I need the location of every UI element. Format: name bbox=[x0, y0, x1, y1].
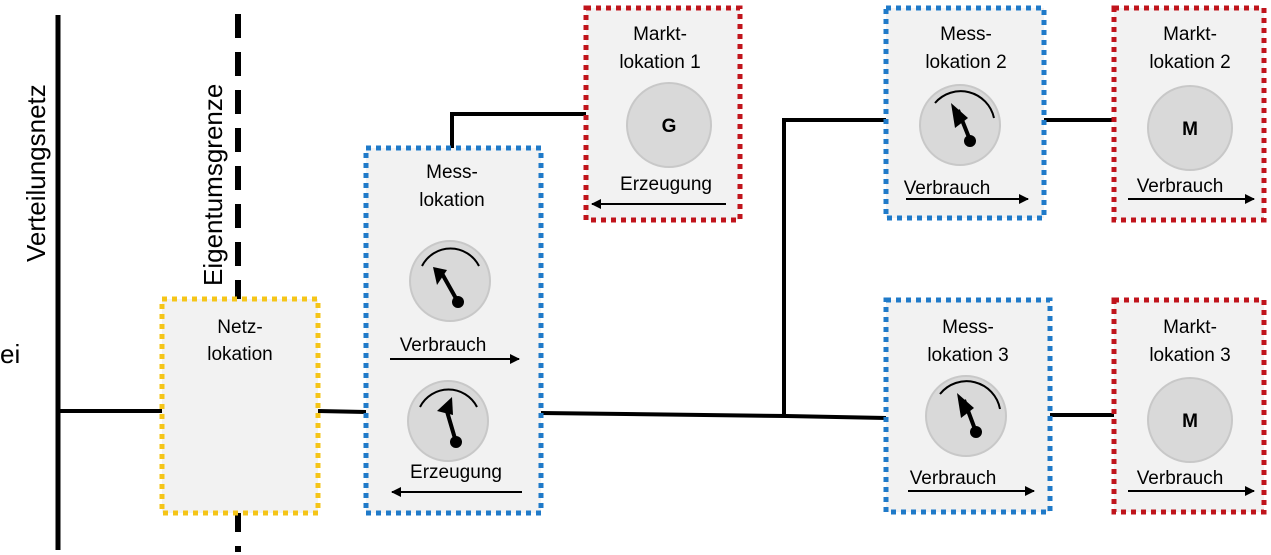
messlokation-main-label-line1: Mess- bbox=[426, 162, 478, 183]
netzlokation-label-line1: Netz- bbox=[217, 317, 262, 338]
messlokation-2-box: Mess- lokation 2 Verbrauch bbox=[883, 5, 1047, 221]
motor-symbol: M bbox=[1182, 119, 1198, 140]
grid-label: Verteilungsnetz bbox=[21, 84, 51, 262]
netzlokation-box: Netz- lokation bbox=[159, 296, 321, 516]
messlokation-main-box: Mess- lokation Verbrauch Erzeugung bbox=[363, 145, 544, 516]
netzlokation-label-line2: lokation bbox=[207, 344, 273, 365]
motor-icon bbox=[1147, 377, 1233, 463]
marktlokation-3-label-line2: lokation 3 bbox=[1149, 345, 1230, 366]
marktlokation-1-box: Markt- lokation 1 G Erzeugung bbox=[583, 5, 743, 223]
connection-lines bbox=[58, 112, 1114, 420]
marktlokation-2-label-line2: lokation 2 bbox=[1149, 52, 1230, 73]
messlokation-main-flow1-label: Verbrauch bbox=[400, 335, 487, 356]
marktlokation-3-flow-label: Verbrauch bbox=[1137, 468, 1224, 489]
motor-icon bbox=[1147, 85, 1233, 171]
meter-gauge-icon bbox=[407, 380, 489, 462]
motor-symbol: M bbox=[1182, 411, 1198, 432]
messlokation-main-flow2-label: Erzeugung bbox=[410, 462, 502, 483]
marktlokation-2-label-line1: Markt- bbox=[1163, 24, 1217, 45]
meter-gauge-icon bbox=[409, 240, 491, 322]
meter-gauge-icon bbox=[919, 84, 1001, 166]
marktlokation-2-flow-label: Verbrauch bbox=[1137, 176, 1224, 197]
marktlokation-3-box: Markt- lokation 3 M Verbrauch bbox=[1111, 297, 1267, 515]
messlokation-2-flow-label: Verbrauch bbox=[904, 178, 991, 199]
marktlokation-2-box: Markt- lokation 2 M Verbrauch bbox=[1111, 5, 1267, 223]
marktlokation-1-label-line1: Markt- bbox=[633, 24, 687, 45]
messlokation-2-label-line1: Mess- bbox=[940, 24, 992, 45]
messlokation-3-label-line2: lokation 3 bbox=[927, 345, 1008, 366]
messlokation-3-box: Mess- lokation 3 Verbrauch bbox=[883, 297, 1053, 515]
marktlokation-1-label-line2: lokation 1 bbox=[619, 52, 700, 73]
generator-icon bbox=[626, 82, 712, 168]
left-fragment-label: ei bbox=[0, 339, 20, 369]
meter-gauge-icon bbox=[925, 375, 1007, 457]
messlokation-3-flow-label: Verbrauch bbox=[910, 468, 997, 489]
marktlokation-1-flow-label: Erzeugung bbox=[620, 174, 712, 195]
generator-symbol: G bbox=[662, 116, 677, 137]
marktlokation-3-label-line1: Markt- bbox=[1163, 317, 1217, 338]
messlokation-3-label-line1: Mess- bbox=[942, 317, 994, 338]
ownership-boundary-label: Eigentumsgrenze bbox=[198, 84, 228, 286]
messlokation-2-label-line2: lokation 2 bbox=[925, 52, 1006, 73]
messlokation-main-label-line2: lokation bbox=[419, 190, 485, 211]
